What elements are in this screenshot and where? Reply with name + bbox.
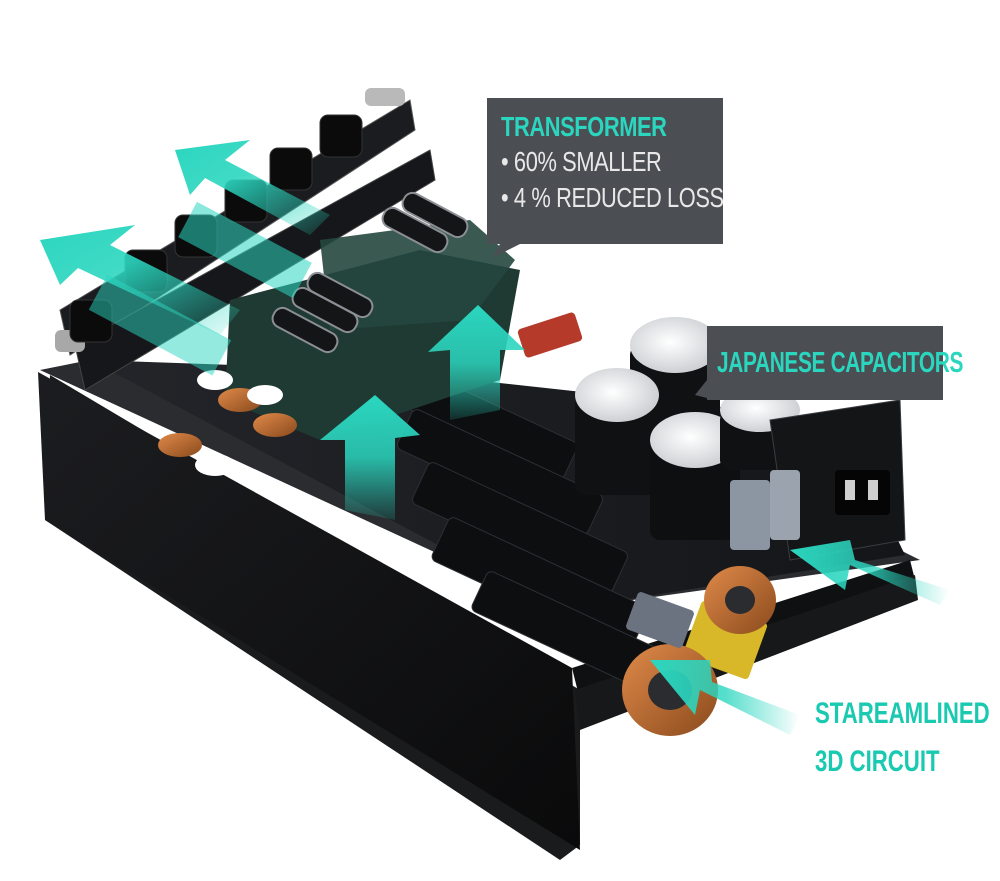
transformer-bullet-1: • 60% SMALLER (501, 146, 662, 177)
arrow-2 (40, 225, 240, 335)
inductor-coils (158, 370, 297, 476)
ac-inlet (730, 399, 906, 561)
side-panel (38, 372, 580, 850)
bulk-capacitors (575, 317, 800, 540)
capacitors-callout: JAPANESE CAPACITORS (707, 326, 963, 400)
arrow-1 (175, 140, 330, 235)
arrow-5 (790, 540, 950, 605)
transformer-bullet-2: • 4 % REDUCED LOSS (501, 182, 724, 213)
arrow-6 (650, 660, 800, 735)
small-capacitors (271, 191, 469, 354)
transformer-title: TRANSFORMER (501, 111, 667, 142)
arrow-4 (428, 305, 525, 420)
circuit-callout: STAREAMLINED 3D CIRCUIT (815, 690, 1000, 786)
circuit-line-2: 3D CIRCUIT (815, 745, 940, 778)
circuit-line-1: STAREAMLINED (815, 697, 990, 730)
capacitors-title: JAPANESE CAPACITORS (717, 346, 964, 379)
heatsink (382, 361, 669, 693)
airflow-arrows (40, 140, 950, 735)
arrow-3 (320, 395, 420, 520)
transformer-callout: TRANSFORMER • 60% SMALLER • 4 % REDUCED … (487, 98, 724, 244)
